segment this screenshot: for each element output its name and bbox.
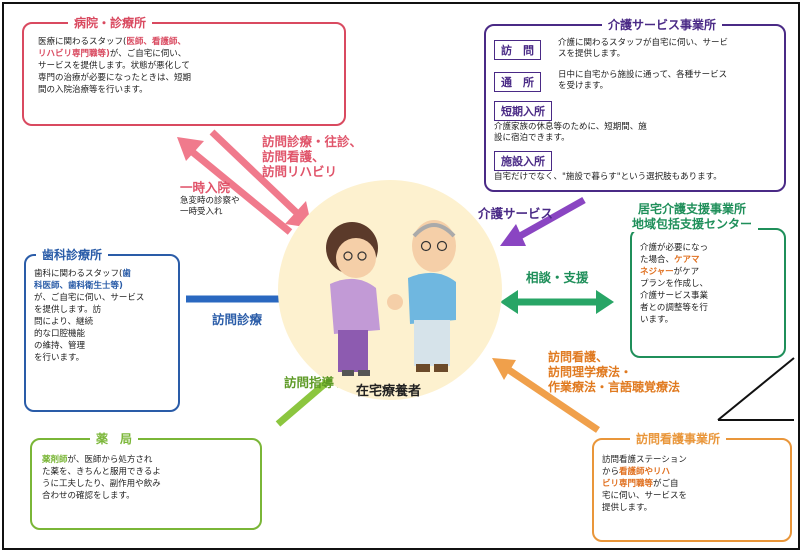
- support-center-description: 介護が必要になっ た場合、ケアマ ネジャーがケア プランを作成し、 介護サービス…: [640, 242, 740, 326]
- admission-note: 急変時の診察や 一時受入れ: [180, 196, 240, 218]
- nurse-line4: 宅に伺い、サービスを: [602, 491, 688, 501]
- hospital-visit-label: 訪問診療・往診、 訪問看護、 訪問リハビリ: [262, 134, 362, 179]
- support-center-title: 居宅介護支援事業所 地域包括支援センター: [626, 202, 759, 232]
- dental-line3: が、ご自宅に伺い、サービス: [34, 293, 145, 303]
- dental-line7: の維持、管理: [34, 341, 86, 351]
- visiting-nurse-label-1: 訪問看護、: [548, 350, 609, 364]
- hospital-visit-label-3: 訪問リハビリ: [262, 164, 338, 179]
- visiting-nurse-box: 訪問看護事業所 訪問看護ステーション から看護師やリハ ビリ専門職等がご自 宅に…: [592, 431, 792, 542]
- support-center-box: 居宅介護支援事業所 地域包括支援センター 介護が必要になっ た場合、ケアマ ネジ…: [626, 202, 786, 358]
- hospital-line4: 専門の治療が必要になったときは、短期: [38, 73, 192, 83]
- pharmacy-line1a: 薬剤師: [42, 455, 68, 465]
- hospital-line5: 間の入院治療等を行います。: [38, 85, 148, 95]
- care-service-title: 介護サービス事業所: [602, 17, 723, 33]
- dental-line2: 科医師、歯科衛生士等): [34, 281, 123, 291]
- consult-arrow: [500, 290, 614, 314]
- care-tag-visit: 訪 問: [494, 40, 541, 60]
- dental-line1b: 歯: [122, 269, 131, 279]
- pharmacy-line2: た薬を、きちんと服用できるよ: [42, 467, 161, 477]
- visiting-nurse-label-2: 訪問理学療法・: [548, 365, 633, 379]
- care-shortstay-desc1: 介護家族の休息等のために、短期間、施: [494, 122, 647, 132]
- support-line4: プランを作成し、: [640, 279, 709, 289]
- patients-illustration: [326, 220, 456, 376]
- care-visit-desc2: スを提供します。: [558, 49, 626, 59]
- hospital-description: 医療に関わるスタッフ(医師、看護師、 リハビリ専門職等)が、ご自宅に伺い、 サー…: [38, 36, 252, 96]
- hospital-line2: リハビリ専門職等): [38, 49, 110, 59]
- admission-note-2: 一時受入れ: [180, 207, 223, 217]
- dental-line8: を行います。: [34, 353, 85, 363]
- pharmacy-title: 薬 局: [90, 431, 139, 447]
- dental-description: 歯科に関わるスタッフ(歯 科医師、歯科衛生士等) が、ご自宅に伺い、サービス を…: [34, 268, 180, 364]
- care-visit-desc1: 介護に関わるスタッフが自宅に伺い、サービ: [558, 38, 729, 48]
- support-line1: 介護が必要になっ: [640, 243, 709, 253]
- patient-label: 在宅療養者: [356, 384, 422, 399]
- care-service-box: 介護サービス事業所 訪 問 介護に関わるスタッフが自宅に伺い、サービ スを提供し…: [484, 17, 786, 192]
- admission-label: 一時入院: [180, 180, 231, 195]
- pharmacy-visit-label: 訪問指導: [284, 375, 335, 390]
- hospital-visit-label-1: 訪問診療・往診、: [262, 134, 363, 149]
- dental-line4: を提供します。訪: [34, 305, 102, 315]
- pharmacy-line1b: が、医師から処方され: [67, 455, 153, 465]
- nurse-line3b: がご自: [653, 479, 679, 489]
- nurse-line1: 訪問看護ステーション: [602, 455, 687, 465]
- care-tag-daycare: 通 所: [494, 72, 541, 92]
- care-daycare-desc1: 日中に自宅から施設に通って、各種サービス: [558, 70, 728, 80]
- support-center-title-line2: 地域包括支援センター: [632, 217, 753, 231]
- consult-label: 相談・支援: [526, 270, 589, 285]
- care-tag-facility: 施設入所: [494, 151, 552, 171]
- support-line3b: がケア: [673, 267, 700, 277]
- support-line2b: ケアマ: [674, 255, 700, 265]
- dental-visit-label: 訪問診療: [212, 312, 263, 327]
- care-service-arrow: [500, 196, 586, 246]
- visiting-nurse-label-3: 作業療法・言語聴覚療法: [548, 380, 681, 394]
- dental-line6: 的な口腔機能: [34, 329, 86, 339]
- support-line3a: ネジャー: [640, 267, 674, 277]
- pharmacy-line3: うに工夫したり、副作用や飲み: [42, 479, 161, 489]
- visiting-nurse-arrow: [492, 358, 600, 433]
- support-line6: 者との調整等を行: [640, 303, 708, 313]
- nurse-line2a: から: [602, 467, 620, 477]
- hospital-line1a: 医療に関わるスタッフ(: [38, 37, 127, 47]
- admission-arrow: [177, 137, 293, 235]
- visiting-nurse-description: 訪問看護ステーション から看護師やリハ ビリ専門職等がご自 宅に伺い、サービスを…: [602, 454, 714, 514]
- nurse-line5: 提供します。: [602, 503, 653, 513]
- support-line2a: た場合、: [640, 255, 675, 265]
- care-service-label: 介護サービス: [478, 206, 554, 221]
- dental-box: 歯科診療所 歯科に関わるスタッフ(歯 科医師、歯科衛生士等) が、ご自宅に伺い、…: [24, 247, 180, 412]
- center-glow: [278, 180, 502, 400]
- visiting-nurse-label: 訪問看護、 訪問理学療法・ 作業療法・言語聴覚療法: [548, 350, 680, 395]
- pharmacy-line4: 合わせの確認をします。: [42, 491, 135, 501]
- nurse-line2b: 看護師やリハ: [619, 467, 671, 477]
- hospital-line2b: が、ご自宅に伺い、: [109, 49, 187, 59]
- nurse-line3a: ビリ専門職等: [602, 479, 654, 489]
- care-daycare-desc2: を受けます。: [558, 81, 609, 91]
- pharmacy-description: 薬剤師が、医師から処方され た薬を、きちんと服用できるよ うに工夫したり、副作用…: [42, 454, 192, 502]
- support-center-title-line1: 居宅介護支援事業所: [638, 202, 747, 216]
- dental-line5: 問により、継続: [34, 317, 93, 327]
- hospital-title: 病院・診療所: [68, 15, 153, 31]
- dental-title: 歯科診療所: [36, 247, 109, 263]
- admission-note-1: 急変時の診察や: [180, 196, 240, 206]
- hospital-box: 病院・診療所 医療に関わるスタッフ(医師、看護師、 リハビリ専門職等)が、ご自宅…: [22, 15, 346, 126]
- dental-line1a: 歯科に関わるスタッフ(: [34, 269, 123, 279]
- hospital-visit-label-2: 訪問看護、: [262, 149, 325, 164]
- care-facility-desc1: 自宅だけでなく、"施設で暮らす"という選択肢もあります。: [494, 172, 722, 182]
- support-line5: 介護サービス事業: [640, 291, 709, 301]
- callout-pointer: [717, 357, 795, 421]
- care-shortstay-desc2: 設に宿泊できます。: [494, 133, 570, 143]
- support-line7: います。: [640, 315, 674, 325]
- pharmacy-box: 薬 局 薬剤師が、医師から処方され た薬を、きちんと服用できるよ うに工夫したり…: [30, 431, 262, 530]
- visiting-nurse-title: 訪問看護事業所: [630, 431, 727, 447]
- hospital-line1b: 医師、看護師、: [126, 37, 186, 47]
- hospital-line3: サービスを提供します。状態が悪化して: [38, 61, 190, 71]
- care-tag-shortstay: 短期入所: [494, 101, 552, 121]
